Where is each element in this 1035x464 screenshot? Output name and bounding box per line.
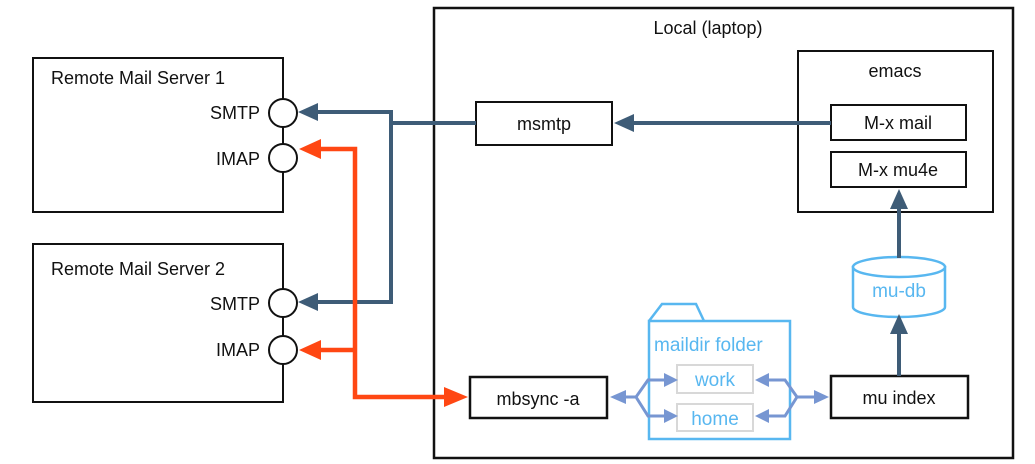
server2-title: Remote Mail Server 2 [51,259,225,279]
arrowhead-into-muindex [814,390,829,404]
maildir-home-label: home [691,409,739,430]
connector-line-smtp1 [312,110,476,125]
local-laptop-title: Local (laptop) [653,18,762,38]
arrowhead-into-mxmu4e [890,189,908,209]
mbsync-node: mbsync -a [468,375,609,420]
connector-mbsync-maildir [610,373,678,423]
connector-line-home [634,396,667,418]
connector-line-work [622,378,667,399]
emacs-node: emacs M-x mail M-x mu4e [797,50,994,213]
arrowhead-into-smtp1 [298,103,318,121]
arrowhead-into-msmtp [614,114,634,132]
arrowhead-into-mbsync [444,387,468,407]
server1-imap-port-circle [268,143,298,173]
connector-msmtp-to-smtp-ports [298,103,476,311]
server2-box [32,243,284,403]
server1-title: Remote Mail Server 1 [51,68,225,88]
maildir-work-label: work [694,370,736,391]
mu-db-label: mu-db [872,281,926,302]
msmtp-node: msmtp [475,101,613,146]
connector-mbsync-imap-ports [299,139,468,407]
arrowhead-into-smtp2 [298,293,318,311]
msmtp-label: msmtp [517,114,571,134]
server1-box [32,57,284,213]
connector-line-work [766,378,814,399]
mbsync-box [468,375,609,420]
mu-index-label: mu index [862,388,935,408]
mu-db-cylinder-body [851,265,947,319]
arrowhead-into-mudb [890,314,908,334]
mu-index-box [829,374,970,420]
connector-muindex-to-mudb [890,314,908,376]
arrowhead-into-imap1 [299,139,321,159]
connector-mxmail-to-msmtp [614,114,831,132]
server2-smtp-label: SMTP [210,294,260,314]
mu-db-node: mu-db [851,255,947,319]
arrowhead-into-home [664,409,678,423]
arrowhead-into-imap2 [299,340,321,360]
emacs-title: emacs [868,61,921,81]
maildir-folder-tab [648,302,706,322]
server2-imap-label: IMAP [216,340,260,360]
server2-imap-port-circle [268,335,298,365]
remote-mail-server-2: Remote Mail Server 2 SMTP IMAP [32,243,298,403]
connector-mudb-to-mxmu4e [890,189,908,258]
mx-mu4e-box [830,151,967,188]
arrowhead-into-home [755,409,769,423]
remote-mail-server-1: Remote Mail Server 1 SMTP IMAP [32,57,298,213]
server1-smtp-label: SMTP [210,103,260,123]
connector-maildir-muindex [755,373,829,423]
connector-line-home [766,396,799,418]
connector-line-imap1-mbsync [314,146,448,400]
arrowhead-into-work [664,373,678,387]
mbsync-label: mbsync -a [496,389,580,409]
msmtp-box [475,101,613,146]
server1-imap-label: IMAP [216,149,260,169]
server1-smtp-port-circle [268,98,298,128]
arrowhead-into-mbsync [610,390,626,404]
mx-mu4e-label: M-x mu4e [858,160,938,180]
mu-db-cylinder-top [851,255,947,279]
connector-line-smtp2 [312,123,393,304]
arrowhead-into-work [755,373,769,387]
mx-mail-label: M-x mail [864,113,932,133]
maildir-folder-title: maildir folder [654,335,763,356]
maildir-work-box [676,364,754,394]
server2-smtp-port-circle [268,288,298,318]
maildir-home-box [676,403,754,432]
mu-index-node: mu index [829,374,970,420]
